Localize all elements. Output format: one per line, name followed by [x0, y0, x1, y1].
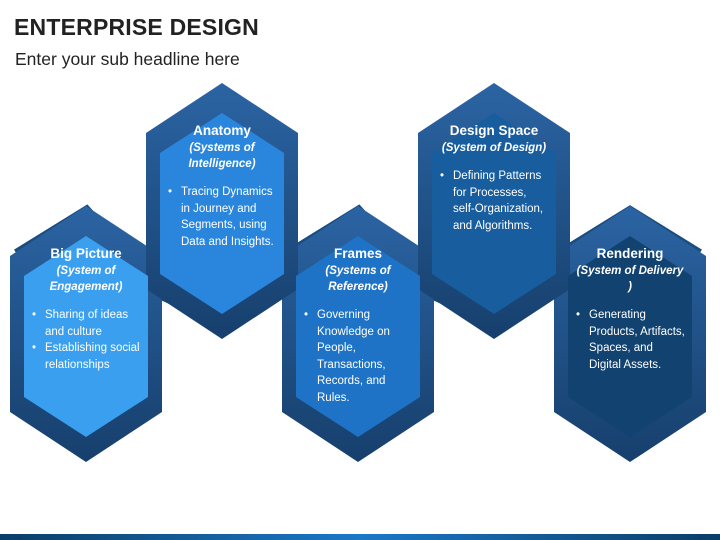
stage-subtitle: (System of Design) — [441, 142, 547, 154]
stage-card-2: Anatomy (Systems of Intelligence) Tracin… — [167, 123, 277, 250]
stage-card-1: Big Picture (System of Engagement) Shari… — [31, 246, 141, 373]
stage-bullet: Establishing social relationships — [31, 340, 141, 373]
stage-title: Design Space — [449, 123, 539, 138]
stage-bullet: Tracing Dynamics in Journey and Segments… — [167, 184, 277, 250]
stage-card-3: Frames (Systems of Reference) Governing … — [303, 246, 413, 406]
stage-title: Rendering — [596, 246, 664, 261]
stage-subtitle: (System of Delivery ) — [576, 265, 684, 293]
stage-bullet: Sharing of ideas and culture — [31, 307, 141, 340]
stage-subtitle: (Systems of Intelligence) — [188, 142, 256, 170]
stage-bullet: Generating Products, Artifacts, Spaces, … — [575, 307, 685, 373]
stage-title: Frames — [333, 246, 383, 261]
stage-bullet-list: Tracing Dynamics in Journey and Segments… — [167, 184, 277, 250]
stage-title: Anatomy — [193, 123, 251, 138]
stage-card-4: Design Space (System of Design) Defining… — [439, 123, 549, 234]
stage-bullet-list: Sharing of ideas and culture Establishin… — [31, 307, 141, 373]
stage-subtitle: (Systems of Reference) — [325, 265, 391, 293]
stage-bullet-list: Governing Knowledge on People, Transacti… — [303, 307, 413, 406]
stage-bullet-list: Generating Products, Artifacts, Spaces, … — [575, 307, 685, 373]
bottom-accent-bar — [0, 534, 720, 540]
stage-bullet: Defining Patterns for Processes, self-Or… — [439, 168, 549, 234]
stage-bullet: Governing Knowledge on People, Transacti… — [303, 307, 413, 406]
stage-bullet-list: Defining Patterns for Processes, self-Or… — [439, 168, 549, 234]
page-subtitle: Enter your sub headline here — [15, 49, 240, 69]
page-title: ENTERPRISE DESIGN — [14, 14, 259, 40]
stage-card-5: Rendering (System of Delivery ) Generati… — [575, 246, 685, 373]
stage-subtitle: (System of Engagement) — [49, 265, 123, 293]
stage-title: Big Picture — [50, 246, 122, 261]
